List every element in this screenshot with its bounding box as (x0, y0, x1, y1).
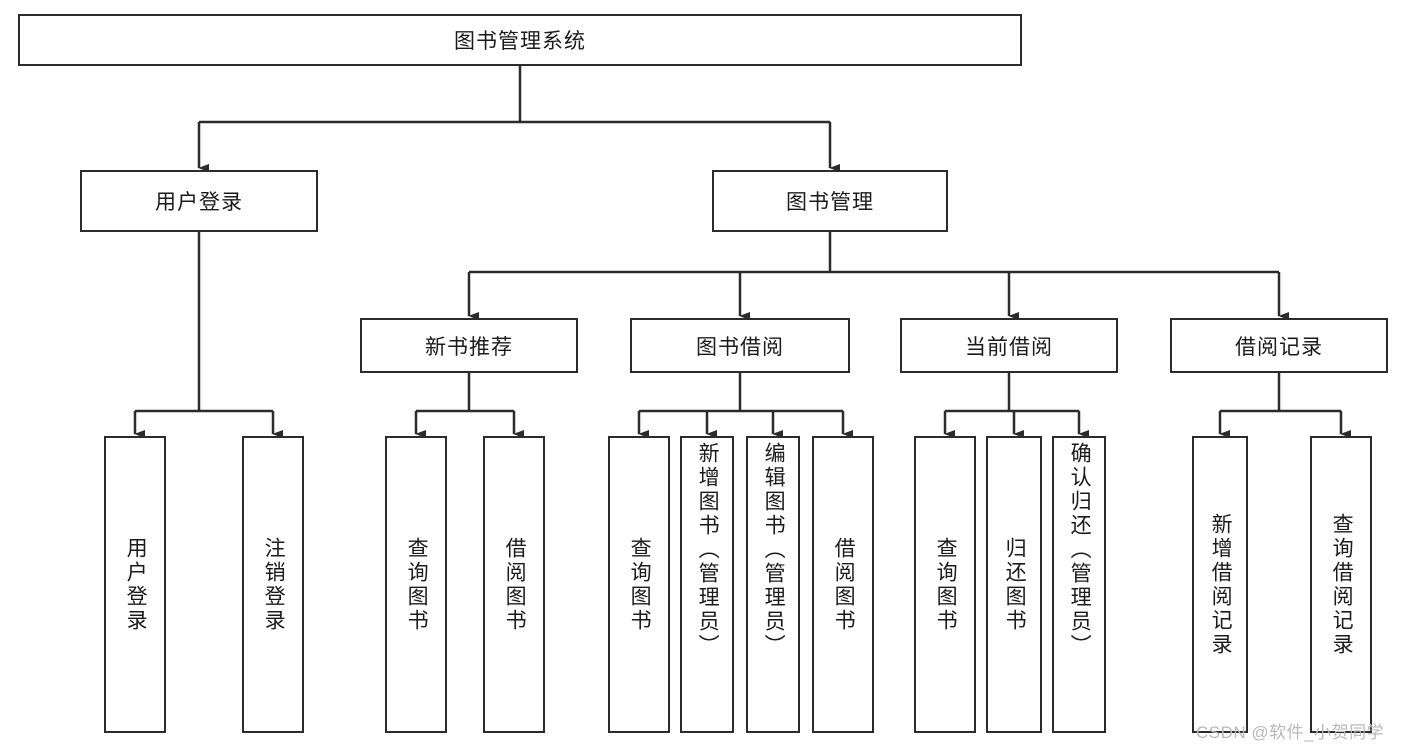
node-label-wrap: 用户登录 (106, 438, 164, 731)
node-leaf-return-book[interactable]: 归还图书 (986, 436, 1042, 733)
node-label-wrap: 确认归还（管理员） (1054, 438, 1104, 731)
node-leaf-query-borrow-record[interactable]: 查询借阅记录 (1310, 436, 1372, 733)
node-new-book-recommend[interactable]: 新书推荐 (360, 318, 578, 373)
node-label: 借阅图书 (503, 536, 527, 633)
node-label: 查询图书 (405, 536, 429, 633)
node-label: 查询图书 (934, 536, 958, 633)
node-label-wrap: 新增借阅记录 (1194, 438, 1246, 731)
node-user-login[interactable]: 用户登录 (80, 170, 318, 232)
node-label-wrap: 归还图书 (988, 438, 1040, 731)
node-label-wrap: 编辑图书（管理员） (748, 438, 798, 731)
node-label: 图书借阅 (696, 335, 784, 359)
node-label: 编辑图书（管理员） (762, 442, 786, 658)
node-leaf-edit-book[interactable]: 编辑图书（管理员） (746, 436, 800, 733)
node-label: 注销登录 (262, 536, 286, 633)
node-label: 用户登录 (155, 191, 243, 214)
node-book-manage[interactable]: 图书管理 (712, 170, 948, 232)
node-borrow-record[interactable]: 借阅记录 (1170, 318, 1388, 373)
node-label: 确认归还（管理员） (1068, 442, 1092, 658)
node-leaf-query-book-2[interactable]: 查询图书 (608, 436, 670, 733)
node-label-wrap: 查询图书 (916, 438, 974, 731)
node-label: 查询图书 (628, 536, 652, 633)
node-label: 归还图书 (1003, 536, 1027, 633)
node-label-wrap: 新增图书（管理员） (682, 438, 732, 731)
node-label: 用户登录 (124, 536, 148, 633)
watermark-csdn: CSDN @软件_小贺同学 (1196, 723, 1385, 742)
node-label: 当前借阅 (965, 335, 1053, 359)
node-label: 查询借阅记录 (1330, 512, 1354, 657)
node-leaf-query-book-1[interactable]: 查询图书 (385, 436, 447, 733)
node-label: 图书管理系统 (454, 30, 586, 53)
node-root-root[interactable]: 图书管理系统 (18, 14, 1022, 66)
node-label: 借阅记录 (1235, 335, 1323, 359)
node-label: 图书管理 (786, 191, 874, 214)
node-label-wrap: 注销登录 (244, 438, 302, 731)
node-leaf-user-login[interactable]: 用户登录 (104, 436, 166, 733)
node-leaf-query-book-3[interactable]: 查询图书 (914, 436, 976, 733)
node-label-wrap: 借阅图书 (485, 438, 543, 731)
node-leaf-add-book[interactable]: 新增图书（管理员） (680, 436, 734, 733)
node-leaf-borrow-book-2[interactable]: 借阅图书 (812, 436, 874, 733)
node-label: 新增借阅记录 (1209, 512, 1233, 657)
node-label: 新书推荐 (425, 335, 513, 359)
node-label: 新增图书（管理员） (696, 442, 720, 658)
node-book-borrow[interactable]: 图书借阅 (630, 318, 850, 373)
node-current-borrow[interactable]: 当前借阅 (900, 318, 1118, 373)
node-label: 借阅图书 (832, 536, 856, 633)
node-leaf-add-borrow-record[interactable]: 新增借阅记录 (1192, 436, 1248, 733)
node-leaf-borrow-book-1[interactable]: 借阅图书 (483, 436, 545, 733)
node-label-wrap: 查询借阅记录 (1312, 438, 1370, 731)
node-label-wrap: 查询图书 (387, 438, 445, 731)
node-label-wrap: 借阅图书 (814, 438, 872, 731)
node-leaf-user-logout[interactable]: 注销登录 (242, 436, 304, 733)
node-leaf-confirm-return[interactable]: 确认归还（管理员） (1052, 436, 1106, 733)
node-label-wrap: 查询图书 (610, 438, 668, 731)
